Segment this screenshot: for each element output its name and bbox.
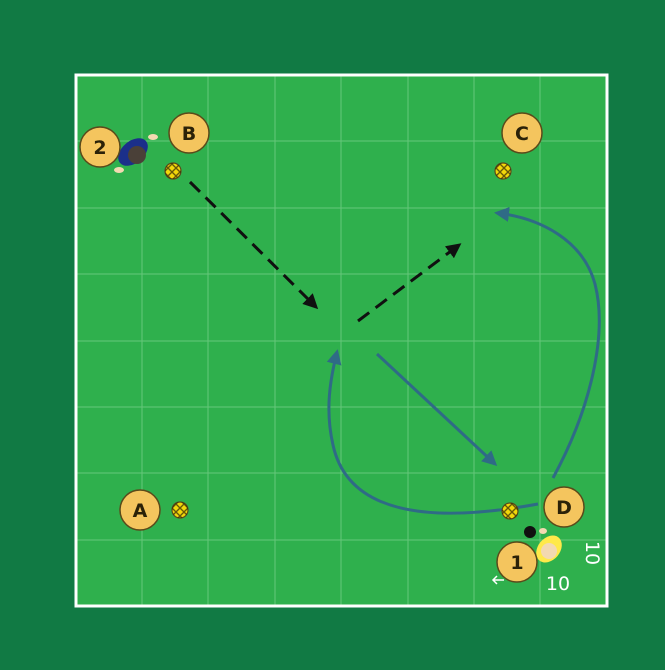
dimension-height-label: 10 <box>581 541 603 565</box>
marker-c-label: C <box>515 123 529 145</box>
cone-icon <box>165 163 181 179</box>
player-1-number: 1 <box>510 552 523 574</box>
dimension-width-label: 10 <box>546 573 570 595</box>
marker-c: C <box>502 113 542 153</box>
player-1-badge: 1 <box>497 542 537 582</box>
marker-a-label: A <box>133 500 148 522</box>
cone-icon <box>495 163 511 179</box>
marker-b-label: B <box>182 123 196 145</box>
player-2-number: 2 <box>93 137 106 159</box>
marker-a: A <box>120 490 160 530</box>
marker-d: D <box>544 487 584 527</box>
cone-icon <box>502 503 518 519</box>
player-2-badge: 2 <box>80 127 120 167</box>
cone-icon <box>172 502 188 518</box>
marker-b: B <box>169 113 209 153</box>
marker-d-label: D <box>556 497 572 519</box>
